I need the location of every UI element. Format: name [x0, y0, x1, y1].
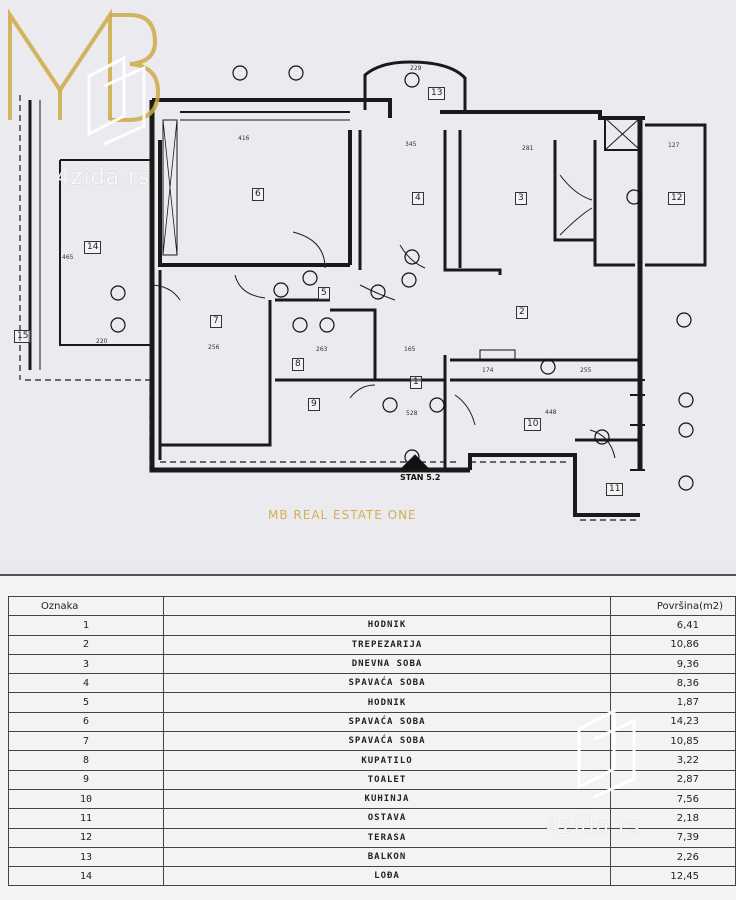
dimension-label: 528: [406, 410, 418, 417]
column-header-area: Površina(m2): [610, 595, 736, 617]
cell-area: 2,26: [610, 846, 736, 868]
cell-id: 5: [8, 692, 164, 713]
room-label-6: 6: [252, 188, 264, 201]
4zida-logo-icon: [87, 56, 146, 146]
room-label-2: 2: [516, 306, 528, 319]
apartment-label: STAN 5.2: [400, 473, 441, 482]
dimension-label: 174: [482, 367, 494, 374]
dimension-label: 220: [96, 338, 108, 345]
cell-name: TREPEZARIJA: [163, 634, 611, 655]
dimension-label: 416: [238, 135, 250, 142]
dimension-label: 263: [316, 346, 328, 353]
cell-name: OSTAVA: [163, 808, 611, 829]
dimension-label: 448: [545, 409, 557, 416]
room-label-8: 8: [292, 358, 304, 371]
cell-name: HODNIK: [163, 615, 611, 636]
room-label-13: 13: [428, 87, 446, 100]
cell-name: TERASA: [163, 827, 611, 848]
cell-id: 6: [8, 711, 164, 733]
dimension-label: 281: [522, 145, 534, 152]
room-label-5: 5: [318, 287, 330, 300]
cell-id: 7: [8, 731, 164, 752]
cell-area: 6,41: [610, 615, 736, 636]
column-header-id: Oznaka: [8, 595, 164, 617]
cell-id: 2: [8, 634, 164, 655]
cell-id: 12: [8, 827, 164, 848]
room-label-14: 14: [84, 241, 102, 254]
cell-name: KUPATILO: [163, 750, 611, 771]
cell-id: 8: [8, 750, 164, 771]
cell-name: SPAVAĆA SOBA: [163, 673, 611, 694]
site-watermark: 4zida.rs: [546, 814, 641, 839]
cell-id: 1: [8, 615, 164, 636]
4zida-logo-icon: [577, 709, 636, 799]
site-watermark: 4zida.rs: [56, 165, 151, 190]
room-label-11: 11: [606, 483, 624, 496]
cell-id: 14: [8, 866, 164, 887]
cell-name: DNEVNA SOBA: [163, 653, 611, 675]
cell-name: KUHINJA: [163, 788, 611, 810]
cell-name: LOĐA: [163, 866, 611, 887]
room-label-9: 9: [308, 398, 320, 411]
mb-logo-icon: [8, 8, 160, 122]
cell-id: 3: [8, 653, 164, 675]
column-header-name: [163, 595, 611, 617]
dimension-label: 229: [410, 65, 422, 72]
cell-id: 10: [8, 788, 164, 810]
table-header-row: Oznaka Površina(m2): [8, 595, 736, 617]
room-label-15: 15: [14, 330, 32, 343]
dimension-label: 465: [62, 254, 74, 261]
cell-area: 12,45: [610, 866, 736, 887]
cell-area: 9,36: [610, 653, 736, 675]
room-label-4: 4: [412, 192, 424, 205]
cell-name: BALKON: [163, 846, 611, 868]
cell-id: 11: [8, 808, 164, 829]
cell-name: HODNIK: [163, 692, 611, 713]
floor-plan: 1 2 3 4 5 6 7 8 9 10 11 12 13 14 15 416 …: [8, 8, 707, 522]
cell-name: SPAVAĆA SOBA: [163, 711, 611, 733]
dimension-label: 165: [404, 346, 416, 353]
cell-id: 13: [8, 846, 164, 868]
room-label-7: 7: [210, 315, 222, 328]
room-label-12: 12: [668, 192, 686, 205]
cell-area: 8,36: [610, 673, 736, 694]
cell-name: SPAVAĆA SOBA: [163, 731, 611, 752]
room-label-1: 1: [410, 376, 422, 389]
cell-id: 4: [8, 673, 164, 694]
dimension-label: 256: [208, 344, 220, 351]
cell-id: 9: [8, 769, 164, 790]
room-label-3: 3: [515, 192, 527, 205]
dimension-label: 255: [580, 367, 592, 374]
dimension-label: 127: [668, 142, 680, 149]
cell-area: 10,86: [610, 634, 736, 655]
divider: [0, 574, 736, 576]
dimension-label: 345: [405, 141, 417, 148]
cell-name: TOALET: [163, 769, 611, 790]
room-label-10: 10: [524, 418, 542, 431]
brand-watermark: MB REAL ESTATE ONE: [268, 508, 417, 522]
